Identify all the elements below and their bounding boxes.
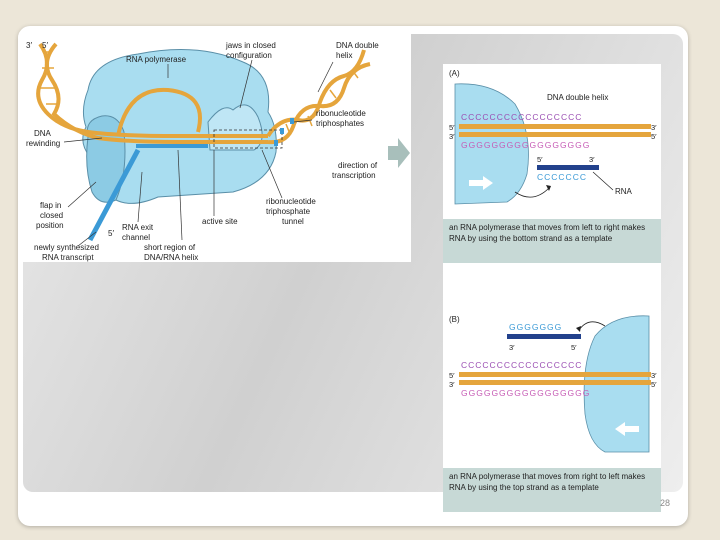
panel-b-left-bottom-end: 3′ <box>449 380 455 389</box>
newly-synthesized-label-line1: newly synthesized <box>34 243 99 252</box>
panel-a-rna-leader <box>593 172 613 190</box>
panel-a-rna-strand <box>537 165 599 170</box>
panel-a-top-sequence: CCCCCCCCCCCCCCCCC <box>461 112 582 122</box>
newly-synthesized-label-line2: RNA transcript <box>42 253 94 262</box>
panel-b-left-top-end: 5′ <box>449 371 455 380</box>
panel-b-rna-three-prime: 3′ <box>509 343 515 352</box>
panel-b-right-bottom-end: 5′ <box>651 380 657 389</box>
flap-label-line1: flap in <box>40 201 61 210</box>
transcription-direction-figure: (A) DNA double helix CCCCCCCCCCCCCCCCC G… <box>443 64 661 514</box>
ribonucleotide-triphosphates-label-line1: ribonucleotide <box>316 109 366 118</box>
transition-arrow-icon <box>388 138 410 168</box>
panel-a-bottom-sequence: GGGGGGGGGGGGGGGGG <box>461 140 590 150</box>
panel-b-bottom-sequence: GGGGGGGGGGGGGGGGG <box>461 388 590 398</box>
dna-double-helix-label-line2: helix <box>336 51 352 60</box>
panel-b-right-top-end: 3′ <box>651 371 657 380</box>
active-site-label: active site <box>202 217 238 226</box>
flap-label-line2: closed <box>40 211 63 220</box>
panel-a-tag: (A) <box>449 69 460 78</box>
left-three-prime-label: 3′ <box>26 41 32 50</box>
rna-exit-label-line2: channel <box>122 233 150 242</box>
ribonucleotide-triphosphates-label-line2: triphosphates <box>316 119 364 128</box>
panel-a-rna-label: RNA <box>615 187 633 196</box>
tunnel-label-line2: triphosphate <box>266 207 311 216</box>
panel-a-left-top-end: 5′ <box>449 123 455 132</box>
rna-polymerase-diagram: 3′ 5′ RNA polymerase jaws in closed conf… <box>18 32 411 262</box>
dna-rna-hybrid <box>136 144 208 148</box>
panel-b-tag: (B) <box>449 315 460 324</box>
short-region-label-line2: DNA/RNA helix <box>144 253 198 262</box>
rna-five-prime-label: 5′ <box>108 229 114 238</box>
tunnel-label-line1: ribonucleotide <box>266 197 316 206</box>
panel-b-rna-five-prime: 5′ <box>571 343 577 352</box>
panel-a-dna-label: DNA double helix <box>547 93 608 102</box>
rna-exit-label-line1: RNA exit <box>122 223 154 232</box>
panel-b-rna-strand <box>507 334 581 339</box>
panel-a-rna-three-prime: 3′ <box>589 155 595 164</box>
panel-a-rna-sequence: CCCCCCC <box>537 172 587 182</box>
panel-a-rna-five-prime: 5′ <box>537 155 543 164</box>
direction-label-line2: transcription <box>332 171 376 180</box>
panel-b-release-arrowhead <box>576 326 581 332</box>
panel-a-top-strand <box>459 124 651 129</box>
panel-a-right-bottom-end: 5′ <box>651 132 657 141</box>
jaws-label-line1: jaws in closed <box>225 41 276 50</box>
panel-b-rna-sequence: GGGGGGG <box>509 322 562 332</box>
flap-label-line3: position <box>36 221 64 230</box>
panel-a-right-top-end: 3′ <box>651 123 657 132</box>
transcription-direction-diagram: (A) DNA double helix CCCCCCCCCCCCCCCCC G… <box>443 64 661 514</box>
panel-a-caption: an RNA polymerase that moves from left t… <box>443 219 661 263</box>
rna-polymerase-label: RNA polymerase <box>126 55 187 64</box>
short-region-label-line1: short region of <box>144 243 196 252</box>
direction-label-line1: direction of <box>338 161 378 170</box>
panel-b-release-arrow <box>579 322 605 330</box>
jaws-label-line2: configuration <box>226 51 272 60</box>
left-five-prime-label: 5′ <box>42 41 48 50</box>
panel-b-bottom-strand <box>459 380 651 385</box>
rna-polymerase-figure: 3′ 5′ RNA polymerase jaws in closed conf… <box>18 32 411 262</box>
dna-double-helix-label-line1: DNA double <box>336 41 379 50</box>
dna-rewinding-label-line2: rewinding <box>26 139 60 148</box>
page-number: 28 <box>660 498 670 508</box>
panel-a-bottom-strand <box>459 132 651 137</box>
slide: 3′ 5′ RNA polymerase jaws in closed conf… <box>18 26 688 526</box>
panel-b-top-sequence: CCCCCCCCCCCCCCCCC <box>461 360 582 370</box>
tunnel-label-line3: tunnel <box>282 217 304 226</box>
panel-b-caption: an RNA polymerase that moves from right … <box>443 468 661 512</box>
panel-a-left-bottom-end: 3′ <box>449 132 455 141</box>
dna-rewinding-label-line1: DNA <box>34 129 52 138</box>
panel-b-top-strand <box>459 372 651 377</box>
